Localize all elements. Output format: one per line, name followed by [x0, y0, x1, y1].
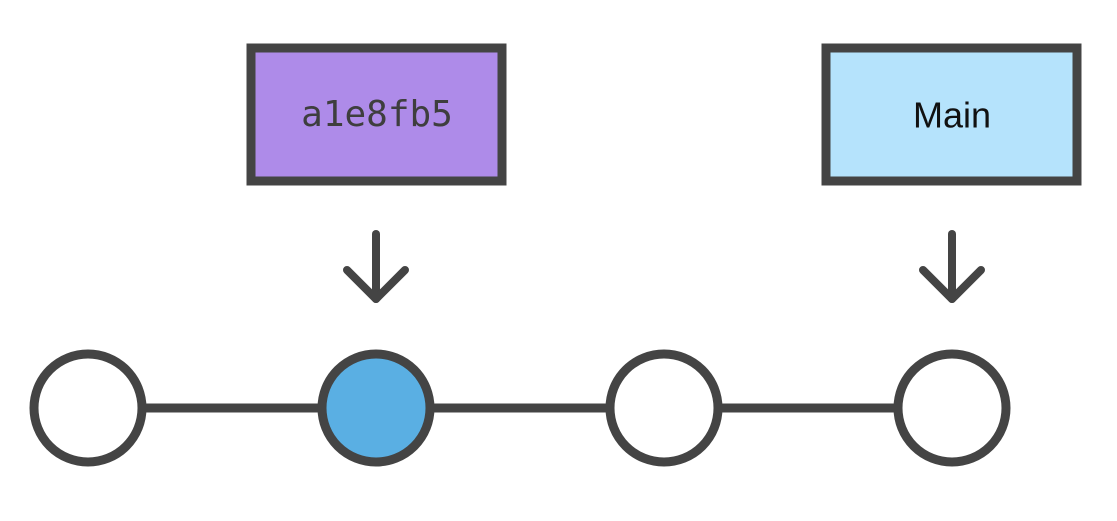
- commit-node-3: [605, 349, 723, 467]
- branch-box: [821, 43, 1082, 186]
- commit-hash-pointer: a1e8fb5: [246, 43, 507, 303]
- commit-hash-label: a1e8fb5: [301, 94, 453, 135]
- down-arrow-icon: [343, 230, 409, 303]
- commit-node-1: [29, 349, 147, 467]
- commit-node-2-highlighted: [317, 349, 435, 467]
- commit-hash-box: [246, 43, 507, 186]
- commit-node-4: [893, 349, 1011, 467]
- branch-label: Main: [913, 95, 991, 136]
- branch-pointer: Main: [821, 43, 1082, 303]
- down-arrow-icon: [919, 230, 985, 303]
